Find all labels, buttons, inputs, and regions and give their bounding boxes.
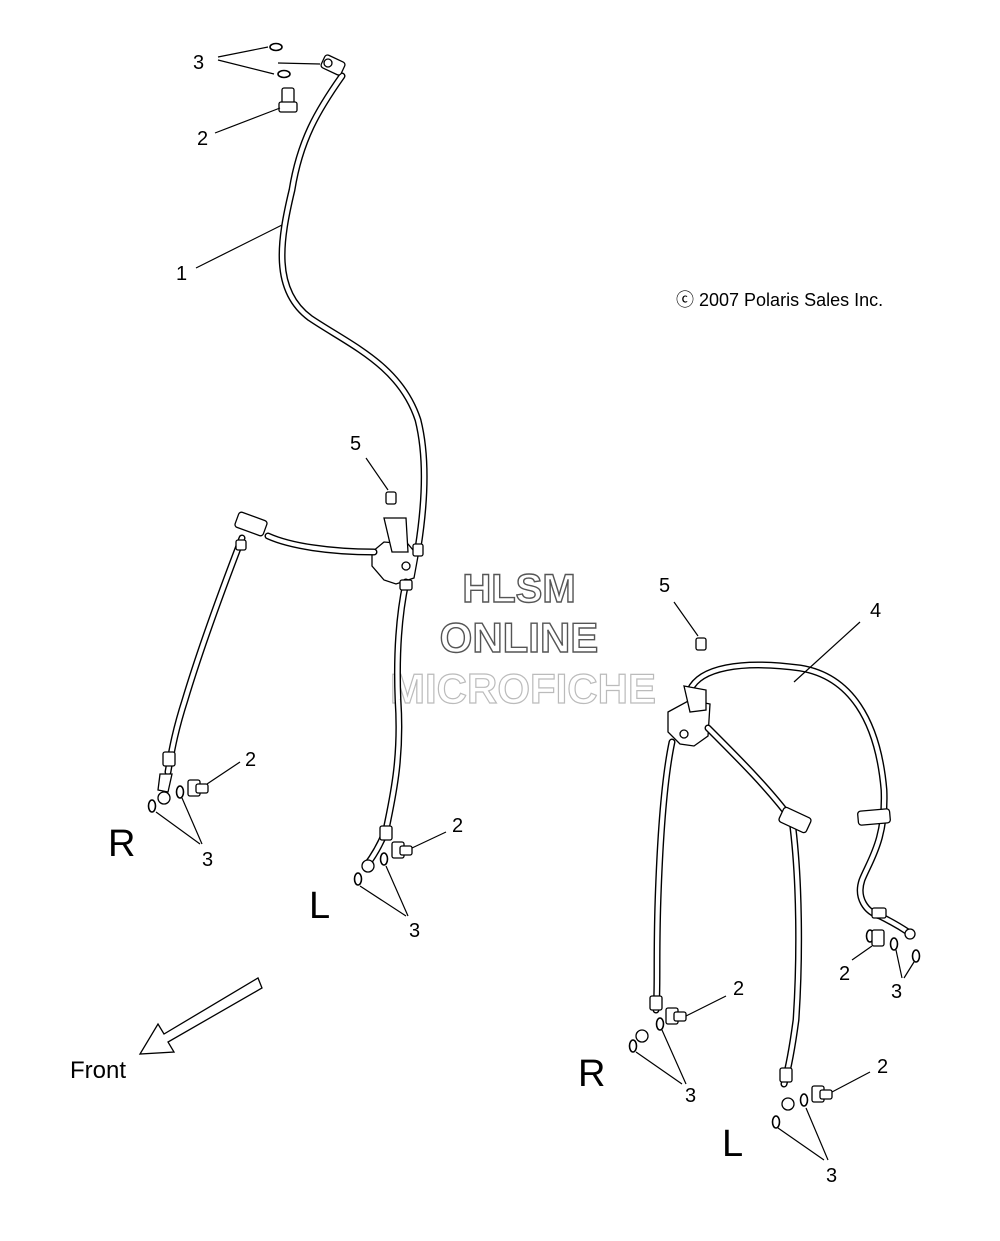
caliper-banjo [361,859,375,873]
brake-hose-left-l [353,578,447,917]
o-ring [628,1039,638,1053]
callout-3-left-l: 3 [409,920,420,942]
banjo-bolt-hole [323,58,333,68]
distribution-block-left [365,457,424,585]
o-ring [147,799,157,813]
callout-2-left-r: 2 [245,749,256,771]
front-label: Front [70,1057,126,1084]
side-label-left-l: L [309,885,330,927]
front-direction-arrow [138,977,263,1055]
caliper-banjo [157,791,171,805]
caliper-banjo [781,1097,795,1111]
banjo-bolt [811,1085,833,1103]
copyright-text: ⓒ 2007 Polaris Sales Inc. [676,290,883,310]
o-ring [353,872,363,886]
callout-4: 4 [870,600,881,622]
hose-end-fitting [234,511,268,537]
o-ring [889,937,899,951]
banjo-bolt [391,841,413,859]
callout-2-top: 2 [197,128,208,150]
callout-2-right-r: 2 [733,978,744,1000]
distribution-block-right [667,601,711,747]
o-ring [175,785,185,799]
side-label-right-l: L [722,1123,743,1165]
watermark-line1: HLSM [462,567,575,611]
callout-2-right-l: 2 [877,1056,888,1078]
caliper-banjo [635,1029,649,1043]
watermark-line2: ONLINE [440,614,599,661]
callout-5-left: 5 [350,433,361,455]
o-ring [655,1017,665,1031]
watermark-line3: MICROFICHE [390,665,656,712]
banjo-bolt [278,87,298,113]
callout-3-right-l: 3 [826,1165,837,1187]
brake-hose-left-r [147,511,378,845]
o-ring [269,42,283,52]
o-ring [771,1115,781,1129]
brake-hose-right-r [628,738,727,1085]
callout-1: 1 [176,263,187,285]
o-ring [799,1093,809,1107]
bracket-bolt [385,491,397,505]
brake-hose-1 [278,54,428,552]
brake-hose-right-l [704,724,871,1161]
hose-end-fitting [778,806,812,834]
callout-5-right: 5 [659,575,670,597]
top-small-parts [195,42,321,269]
side-label-right-r: R [578,1053,605,1095]
callout-3-top: 3 [193,52,204,74]
bracket-bolt [695,637,707,651]
o-ring [911,949,921,963]
watermark: HLSM ONLINE MICROFICHE [389,566,656,712]
banjo-bolt [187,779,209,797]
callout-3-left-r: 3 [202,849,213,871]
callout-3-right-r: 3 [685,1085,696,1107]
brake-hose-4 [686,621,921,979]
callout-2-right-rear: 2 [839,963,850,985]
o-ring [277,69,291,79]
callout-3-right-rear: 3 [891,981,902,1003]
banjo-fitting [904,928,916,940]
callout-2-left-l: 2 [452,815,463,837]
banjo-bolt [665,1007,687,1025]
banjo-bolt [871,929,885,947]
o-ring [379,852,389,866]
hose-clip [857,808,891,826]
side-label-left-r: R [108,823,135,865]
